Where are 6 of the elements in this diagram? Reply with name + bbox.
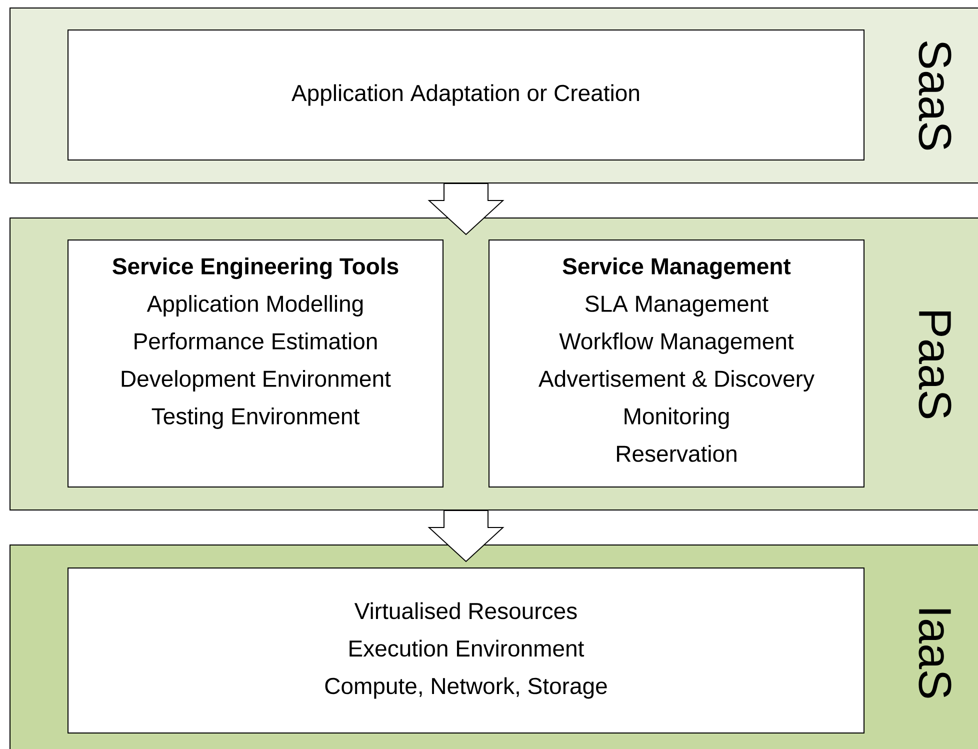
content-box: Virtualised Resources Execution Environment Compute, Network, Storage xyxy=(68,568,864,734)
block-arrow xyxy=(428,510,504,562)
block-arrow xyxy=(428,183,504,236)
content-box: Service Engineering Tools Application Modelling Performance Estimation Development Environment Testing Environment xyxy=(68,240,444,488)
content-box: Application Adaptation or Creation xyxy=(68,30,864,160)
content-box: Service Management SLA Management Workflow Management Advertisement & Discovery Monitoring Reservation xyxy=(488,240,864,488)
